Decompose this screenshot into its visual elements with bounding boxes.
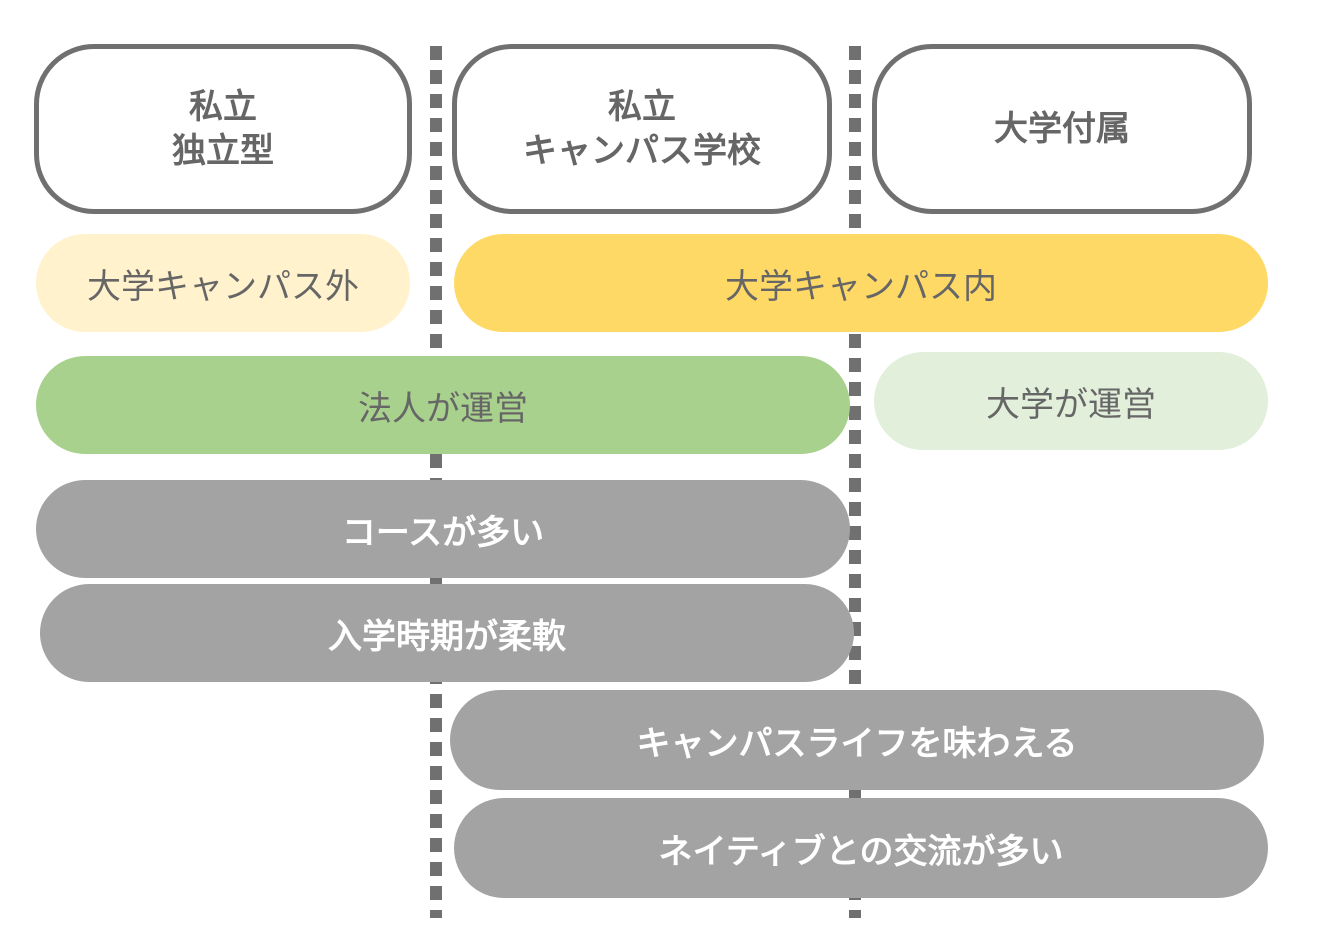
pill-university-run: 大学が運営 — [874, 352, 1268, 450]
header-label: 私立 キャンパス学校 — [523, 87, 761, 171]
pill-label: コースが多い — [341, 512, 545, 553]
pill-corporation-run: 法人が運営 — [36, 356, 850, 454]
pill-inside-campus: 大学キャンパス内 — [454, 234, 1268, 332]
pill-outside-campus: 大学キャンパス外 — [36, 234, 410, 332]
pill-label: 法人が運営 — [358, 388, 528, 429]
pill-native-exchange: ネイティブとの交流が多い — [454, 798, 1268, 898]
header-university-affiliated: 大学付属 — [872, 44, 1252, 214]
pill-label: ネイティブとの交流が多い — [658, 831, 1064, 872]
pill-campus-life: キャンパスライフを味わえる — [450, 690, 1264, 790]
header-label: 大学付属 — [994, 109, 1130, 149]
pill-many-courses: コースが多い — [36, 480, 850, 578]
pill-label: キャンパスライフを味わえる — [636, 723, 1078, 764]
header-label: 私立 独立型 — [172, 87, 274, 171]
pill-label: 大学キャンパス外 — [87, 266, 359, 307]
pill-label: 大学キャンパス内 — [725, 266, 997, 307]
header-private-independent: 私立 独立型 — [34, 44, 412, 214]
pill-label: 大学が運営 — [986, 384, 1156, 425]
pill-label: 入学時期が柔軟 — [328, 616, 566, 657]
pill-flexible-enrollment: 入学時期が柔軟 — [40, 584, 854, 682]
header-private-campus: 私立 キャンパス学校 — [452, 44, 832, 214]
